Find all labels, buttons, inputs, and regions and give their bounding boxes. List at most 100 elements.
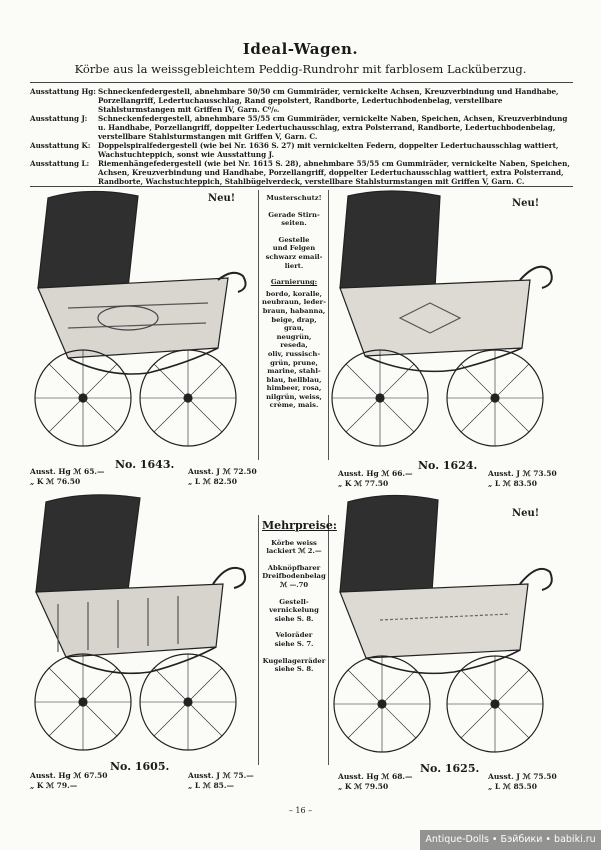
pram-illustration-1605 bbox=[34, 494, 247, 751]
spec-label: Ausstattung Hg: bbox=[30, 87, 96, 96]
sidebar-line: crème, mais. bbox=[269, 401, 319, 410]
sidebar-line: marine, stahl- bbox=[267, 367, 321, 376]
price-left: Ausst. Hg ℳ 65.— „ K ℳ 76.50 bbox=[30, 467, 105, 487]
extra-price-item: Abknöpfbarer Dreifbodenbelag ℳ —.70 bbox=[262, 564, 326, 590]
extra-price-item: Kugellagerräder siehe S. 8. bbox=[262, 657, 326, 674]
model-number: No. 1625. bbox=[420, 762, 480, 775]
page-title: Ideal-Wagen. bbox=[242, 40, 359, 58]
sidebar-line: blau, hellblau, bbox=[266, 375, 322, 384]
gerade-stirnseiten: Gerade Stirn- seiten. bbox=[262, 211, 326, 228]
price-line: Ausst. J ℳ 75.50 bbox=[488, 772, 557, 781]
sidebar-line: siehe S. 8. bbox=[274, 665, 314, 674]
price-left: Ausst. Hg ℳ 68.— „ K ℳ 79.50 bbox=[338, 772, 413, 792]
extra-price-item: Körbe weiss lackiert ℳ 2.— bbox=[262, 539, 326, 556]
musterschutz-label: Musterschutz! bbox=[266, 194, 322, 202]
price-right: Ausst. J ℳ 75.— „ L ℳ 85.— bbox=[188, 771, 254, 791]
new-badge: Neu! bbox=[512, 198, 540, 209]
price-line: Ausst. Hg ℳ 67.50 bbox=[30, 771, 108, 780]
sidebar-line: beige, drap, grau, bbox=[271, 315, 317, 333]
price-line: Ausst. J ℳ 72.50 bbox=[188, 467, 257, 476]
extra-price-item: Veloräder siehe S. 7. bbox=[262, 631, 326, 648]
sidebar-line: oliv, russisch- bbox=[267, 349, 321, 358]
spec-label: Ausstattung K: bbox=[30, 141, 91, 150]
model-number: No. 1624. bbox=[418, 459, 478, 472]
page-subtitle: Körbe aus la weissgebleichtem Peddig-Run… bbox=[74, 62, 527, 76]
column-divider-right bbox=[328, 515, 329, 765]
sidebar-line: und Felgen bbox=[272, 244, 316, 253]
price-line: Ausst. J ℳ 75.— bbox=[188, 771, 254, 780]
price-line: „ K ℳ 77.50 bbox=[338, 479, 389, 488]
spec-label: Ausstattung J: bbox=[30, 114, 88, 123]
spec-label: Ausstattung L: bbox=[30, 159, 90, 168]
page-number: – 16 – bbox=[288, 806, 313, 815]
sidebar-line: neubraun, leder- bbox=[262, 298, 326, 307]
price-left: Ausst. Hg ℳ 67.50 „ K ℳ 79.— bbox=[30, 771, 107, 791]
sidebar-line: Dreifbodenbelag bbox=[262, 572, 326, 581]
new-badge: Neu! bbox=[208, 193, 236, 204]
sidebar-line: nilgrün, weiss, bbox=[266, 392, 322, 401]
price-line: Ausst. J ℳ 73.50 bbox=[488, 469, 557, 478]
spec-text: Schneckenfedergestell, abnehmbare 50/50 … bbox=[98, 87, 559, 114]
extra-price-item: Gestell- vernickelung siehe S. 8. bbox=[262, 598, 326, 624]
sidebar-line: siehe S. 8. bbox=[274, 614, 314, 623]
spec-text: Doppelspiralfedergestell (wie bei Nr. 16… bbox=[98, 141, 559, 159]
price-line: „ L ℳ 85.— bbox=[188, 781, 234, 790]
spec-hg: Ausstattung Hg: Schneckenfedergestell, a… bbox=[30, 87, 575, 114]
price-line: „ L ℳ 83.50 bbox=[488, 479, 537, 488]
spec-text: Riemenhängefedergestell (wie bei Nr. 161… bbox=[98, 159, 570, 186]
price-line: „ L ℳ 85.50 bbox=[488, 782, 537, 791]
watermark: Antique-Dolls • Бэйбики • babiki.ru bbox=[420, 830, 601, 850]
garnierung-list: Garnierung: bordo, koralle, neubraun, le… bbox=[262, 278, 326, 410]
price-left: Ausst. Hg ℳ 66.— „ K ℳ 77.50 bbox=[338, 469, 413, 489]
price-line: „ K ℳ 76.50 bbox=[30, 477, 81, 486]
sidebar-features: Musterschutz! Gerade Stirn- seiten. Gest… bbox=[262, 194, 326, 418]
price-right: Ausst. J ℳ 73.50 „ L ℳ 83.50 bbox=[488, 469, 557, 489]
top-rule bbox=[30, 82, 573, 83]
model-number: No. 1605. bbox=[110, 760, 170, 773]
spec-j: Ausstattung J: Schneckenfedergestell, ab… bbox=[30, 114, 575, 141]
pram-illustration-1643 bbox=[34, 190, 247, 447]
sidebar-line: braun, habanna, bbox=[262, 306, 326, 315]
sidebar-line: liert. bbox=[284, 261, 304, 270]
pram-illustration-1624 bbox=[331, 190, 553, 447]
sidebar-mehrpreise: Mehrpreise: Körbe weiss lackiert ℳ 2.— A… bbox=[262, 519, 337, 682]
spec-l: Ausstattung L: Riemenhängefedergestell (… bbox=[30, 159, 575, 186]
sidebar-line: vernickelung bbox=[269, 606, 319, 615]
sidebar-line: grün, prune, bbox=[270, 358, 318, 367]
sidebar-line: Körbe weiss bbox=[271, 538, 317, 547]
sidebar-line: bordo, koralle, bbox=[266, 289, 322, 298]
sidebar-line: himbeer, rosa, bbox=[266, 384, 322, 393]
sidebar-line: Gestelle bbox=[278, 235, 310, 244]
sidebar-line: schwarz email- bbox=[265, 252, 323, 261]
price-line: „ L ℳ 82.50 bbox=[188, 477, 237, 486]
column-divider-left bbox=[258, 190, 259, 460]
sidebar-line: Gestell- bbox=[279, 597, 309, 606]
sidebar-line: siehe S. 7. bbox=[274, 639, 314, 648]
garnierung-heading: Garnierung: bbox=[270, 278, 318, 287]
price-right: Ausst. J ℳ 75.50 „ L ℳ 85.50 bbox=[488, 772, 557, 792]
price-line: Ausst. Hg ℳ 68.— bbox=[338, 772, 413, 781]
sidebar-line: Kugellagerräder bbox=[262, 656, 326, 665]
spec-k: Ausstattung K: Doppelspiralfedergestell … bbox=[30, 141, 575, 159]
mehrpreise-heading: Mehrpreise: bbox=[262, 519, 337, 532]
sidebar-line: neugrün, reseda, bbox=[276, 332, 312, 350]
sidebar-line: Veloräder bbox=[275, 631, 313, 640]
section-rule bbox=[30, 186, 573, 187]
sidebar-line: seiten. bbox=[281, 219, 307, 228]
sidebar-line: lackiert ℳ 2.— bbox=[266, 547, 322, 556]
price-right: Ausst. J ℳ 72.50 „ L ℳ 82.50 bbox=[188, 467, 257, 487]
spec-text: Schneckenfedergestell, abnehmbare 55/55 … bbox=[98, 114, 568, 141]
price-line: „ K ℳ 79.— bbox=[30, 781, 78, 790]
column-divider-right bbox=[328, 190, 329, 460]
gestelle-note: Gestelle und Felgen schwarz email- liert… bbox=[262, 236, 326, 270]
pram-illustration-1625 bbox=[333, 494, 553, 753]
price-line: Ausst. Hg ℳ 65.— bbox=[30, 467, 105, 476]
price-line: „ K ℳ 79.50 bbox=[338, 782, 389, 791]
sidebar-line: Abknöpfbarer bbox=[267, 563, 321, 572]
price-line: Ausst. Hg ℳ 66.— bbox=[338, 469, 413, 478]
model-number: No. 1643. bbox=[115, 458, 175, 471]
sidebar-line: ℳ —.70 bbox=[279, 580, 309, 589]
new-badge: Neu! bbox=[512, 508, 540, 519]
sidebar-line: Gerade Stirn- bbox=[268, 210, 320, 219]
